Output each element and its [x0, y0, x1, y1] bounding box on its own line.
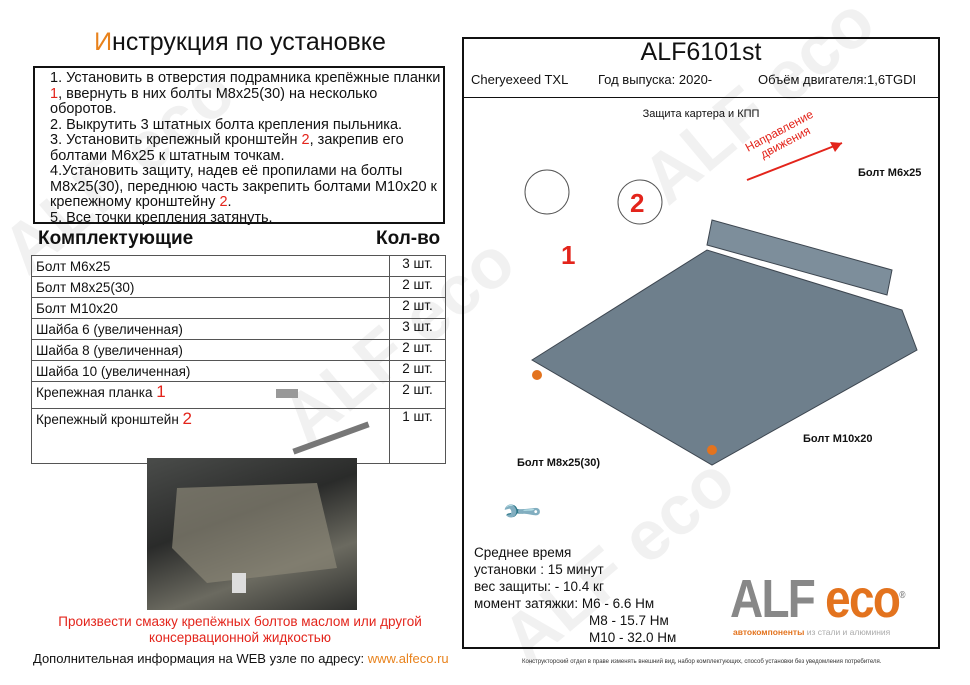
car-model: Cheryexeed TXL	[471, 72, 569, 87]
part-number: ALF6101st	[640, 38, 762, 66]
disclaimer: Конструкторский отдел в праве изменять в…	[522, 659, 882, 665]
bolt-m6-label: Болт М6х25	[858, 167, 922, 179]
kit-item-name: Шайба 10 (увеличенная)	[31, 360, 390, 382]
kit-item-qty: 3 шт.	[389, 255, 446, 277]
kit-item-name: Болт М8х25(30)	[31, 276, 390, 298]
kit-item-name: Крепежный кронштейн 2	[31, 408, 390, 464]
kit-row: Шайба 6 (увеличенная)3 шт.	[31, 318, 446, 340]
kit-item-name: Крепежная планка 1	[31, 381, 390, 409]
step-text: 1. Установить в отверстия подрамника кре…	[50, 70, 441, 86]
kit-item-qty: 2 шт.	[389, 297, 446, 319]
kit-row: Шайба 8 (увеличенная)2 шт.	[31, 339, 446, 361]
step-text: , ввернуть в них болты М8х25(30) на неск…	[50, 85, 378, 117]
install-info: Среднее время установки : 15 минут вес з…	[474, 545, 677, 645]
kit-row: Болт М8х25(30)2 шт.	[31, 276, 446, 298]
diagram-subtitle: Защита картера и КПП	[642, 108, 760, 120]
skid-plate-diagram	[524, 142, 918, 466]
kit-item-name: Шайба 8 (увеличенная)	[31, 339, 390, 361]
lubrication-warning: Произвести смазку крепёжных болтов масло…	[58, 614, 422, 645]
website-link[interactable]: www.alfeco.ru	[367, 651, 449, 666]
instruction-step: 5. Все точки крепления затянуть.	[50, 209, 443, 227]
step-text: .	[227, 194, 232, 210]
step-part-number: 2	[219, 194, 228, 210]
instruction-steps: 1. Установить в отверстия подрамника кре…	[33, 66, 445, 227]
instruction-step: 3. Установить крепежный кронштейн 2, зак…	[50, 132, 443, 164]
bolt-m8-label: Болт М8х25(30)	[517, 457, 600, 469]
step-text: 3. Установить крепежный кронштейн	[50, 132, 302, 148]
kit-row: Шайба 10 (увеличенная)2 шт.	[31, 360, 446, 382]
slogan: автокомпоненты из стали и алюминия	[733, 627, 891, 637]
kit-item-qty: 3 шт.	[389, 318, 446, 340]
instruction-step: 4.Установить защиту, надев её пропилами …	[50, 163, 443, 211]
kit-item-qty: 2 шт.	[389, 276, 446, 298]
engine-volume: Объём двигателя:1,6TGDI	[758, 72, 917, 87]
kit-item-name: Болт М6х25	[31, 255, 390, 277]
alfeco-logo: ALF eco®	[730, 569, 906, 629]
installed-photo	[147, 458, 357, 610]
kit-item-name: Шайба 6 (увеличенная)	[31, 318, 390, 340]
instruction-step: 2. Выкрутить 3 штатных болта крепления п…	[50, 116, 443, 134]
callout-1: 1	[561, 240, 576, 270]
kit-item-name: Болт М10х20	[31, 297, 390, 319]
bracket-part-icon	[292, 421, 370, 455]
web-info: Дополнительная информация на WEB узле по…	[33, 651, 449, 666]
model-year: Год выпуска: 2020-	[598, 72, 713, 87]
kit-item-qty: 1 шт.	[389, 408, 446, 464]
instruction-title: Инструкция по установке	[94, 28, 386, 56]
step-text: , закрепив его болтами М6х25 к штатным т…	[50, 132, 404, 164]
kit-item-qty: 2 шт.	[389, 360, 446, 382]
step-text: 2. Выкрутить 3 штатных болта крепления п…	[50, 116, 403, 133]
diagram-panel	[462, 37, 940, 649]
kit-item-qty: 2 шт.	[389, 381, 446, 409]
divider	[462, 97, 940, 98]
bolt-m10-label: Болт М10х20	[803, 433, 873, 445]
callout-2: 2	[630, 188, 645, 218]
step-text: 4.Установить защиту, надев её пропилами …	[50, 163, 437, 210]
qty-header: Кол-во	[376, 228, 441, 249]
kit-item-qty: 2 шт.	[389, 339, 446, 361]
plate-part-icon	[275, 388, 298, 398]
instruction-step: 1. Установить в отверстия подрамника кре…	[50, 70, 443, 118]
kit-header: Комплектующие	[38, 228, 194, 249]
step-text: 5. Все точки крепления затянуть.	[50, 209, 273, 226]
step-part-number: 1	[50, 85, 59, 102]
step-part-number: 2	[301, 132, 310, 148]
